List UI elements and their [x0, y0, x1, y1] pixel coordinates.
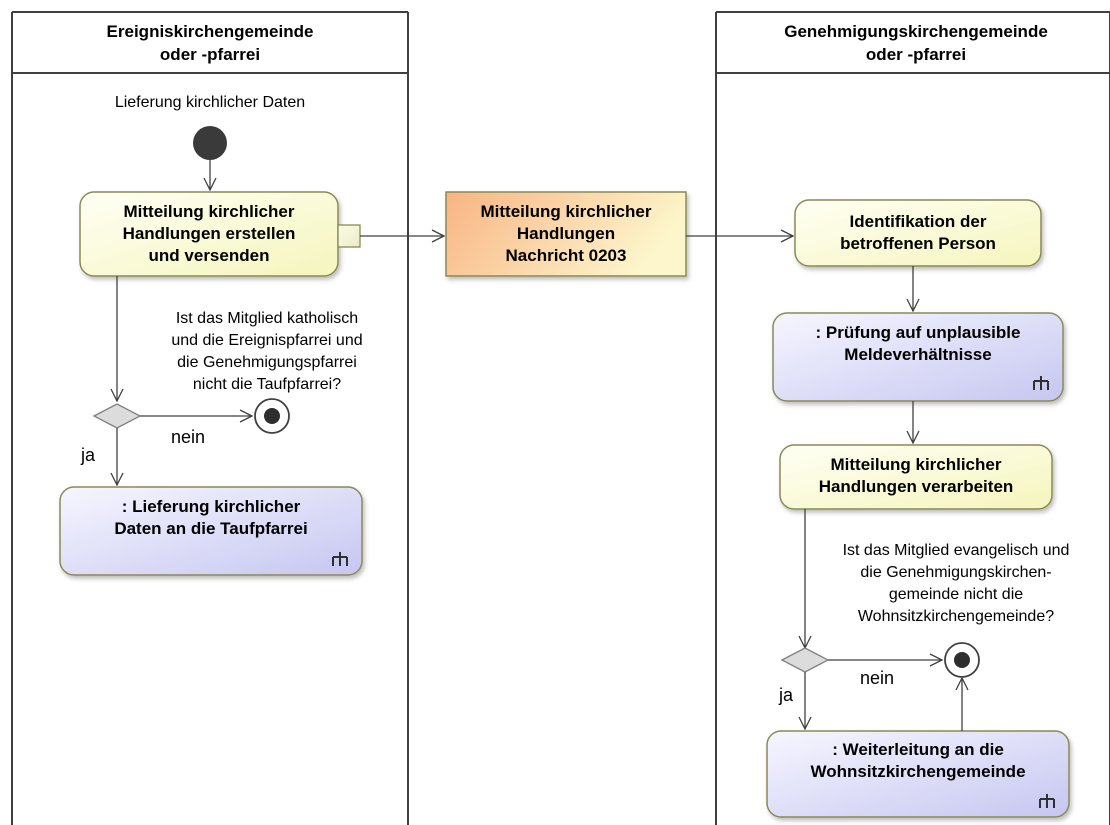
action-create-line1: Mitteilung kirchlicher: [124, 202, 295, 221]
action-create-and-send[interactable]: Mitteilung kirchlicher Handlungen erstel…: [79, 191, 339, 277]
lane-right-title-line1: Genehmigungskirchengemeinde: [784, 22, 1048, 41]
lane-left-title-line1: Ereigniskirchengemeinde: [107, 22, 314, 41]
forward-line1: : Weiterleitung an die: [832, 740, 1004, 759]
decision-node-right[interactable]: [780, 647, 830, 673]
object-line1: Mitteilung kirchlicher: [481, 202, 652, 221]
process-line1: Mitteilung kirchlicher: [831, 455, 1002, 474]
object-node-message-0203[interactable]: Mitteilung kirchlicher Handlungen Nachri…: [445, 191, 687, 277]
start-label: Lieferung kirchlicher Daten: [115, 94, 305, 111]
question-left-line1: Ist das Mitglied katholisch: [176, 310, 358, 327]
process-line2: Handlungen verarbeiten: [819, 477, 1014, 496]
final-node-right[interactable]: [944, 642, 980, 678]
rake-icon: [332, 552, 348, 566]
call-action-forward[interactable]: : Weiterleitung an die Wohnsitzkirchenge…: [766, 730, 1070, 818]
identify-line1: Identifikation der: [850, 212, 987, 231]
rake-icon: [1033, 376, 1049, 390]
call-delivery-line2: Daten an die Taufpfarrei: [114, 519, 307, 538]
question-right-line2: die Genehmigungskirchen-: [860, 564, 1051, 581]
question-right-line4: Wohnsitzkirchengemeinde?: [858, 608, 1054, 625]
decision-question-right: Ist das Mitglied evangelisch und die Gen…: [843, 542, 1070, 625]
action-create-line3: und versenden: [149, 246, 270, 265]
question-left-line3: die Genehmigungspfarrei: [177, 354, 357, 371]
swimlane-left: Ereigniskirchengemeinde oder -pfarrei: [11, 11, 409, 825]
decision-node-left[interactable]: [92, 403, 142, 429]
question-right-line1: Ist das Mitglied evangelisch und: [843, 542, 1070, 559]
call-action-delivery[interactable]: : Lieferung kirchlicher Daten an die Tau…: [59, 486, 363, 576]
identify-line2: betroffenen Person: [840, 234, 996, 253]
final-node-left[interactable]: [254, 398, 290, 434]
question-left-line2: und die Ereignispfarrei und: [171, 332, 362, 349]
call-delivery-line1: : Lieferung kirchlicher: [122, 497, 301, 516]
question-left-line4: nicht die Taufpfarrei?: [193, 376, 341, 393]
question-right-line3: gemeinde nicht die: [889, 586, 1023, 603]
initial-node[interactable]: [193, 126, 227, 160]
forward-line2: Wohnsitzkirchengemeinde: [810, 762, 1025, 781]
guard-left-yes: ja: [80, 445, 96, 465]
swimlane-right: Genehmigungskirchengemeinde oder -pfarre…: [715, 11, 1110, 825]
guard-left-no: nein: [171, 427, 205, 447]
object-line3: Nachricht 0203: [506, 246, 627, 265]
decision-question-left: Ist das Mitglied katholisch und die Erei…: [171, 310, 362, 393]
call-action-plausibility-check[interactable]: : Prüfung auf unplausible Meldeverhältni…: [772, 312, 1064, 402]
lane-right-title-line2: oder -pfarrei: [866, 45, 966, 64]
object-line2: Handlungen: [517, 224, 615, 243]
lane-left-title-line2: oder -pfarrei: [160, 45, 260, 64]
rake-icon: [1039, 794, 1055, 808]
output-pin[interactable]: [337, 224, 361, 248]
guard-right-no: nein: [860, 668, 894, 688]
action-identify-person[interactable]: Identifikation der betroffenen Person: [794, 199, 1042, 267]
guard-right-yes: ja: [778, 685, 794, 705]
check-line1: : Prüfung auf unplausible: [816, 323, 1021, 342]
check-line2: Meldeverhältnisse: [844, 345, 991, 364]
action-create-line2: Handlungen erstellen: [123, 224, 296, 243]
action-process-message[interactable]: Mitteilung kirchlicher Handlungen verarb…: [779, 444, 1053, 510]
